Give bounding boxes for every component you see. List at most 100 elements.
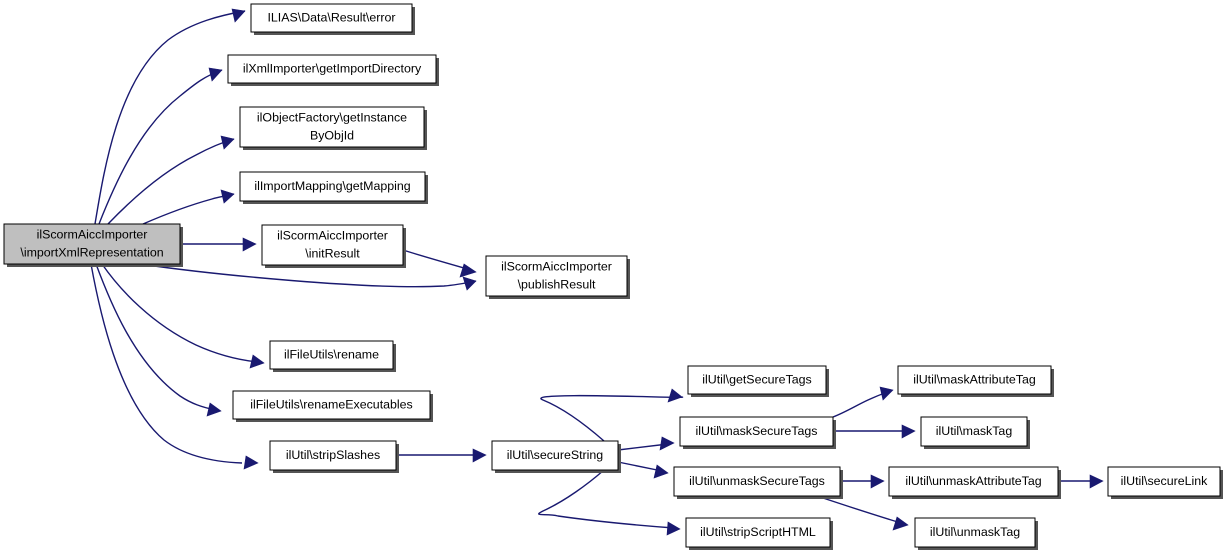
node-box[interactable] [232,390,431,420]
node-label: ilScormAiccImporter [501,259,612,273]
node-maskSecureTags[interactable]: ilUtil\maskSecureTags [679,416,836,449]
node-box[interactable] [685,517,831,548]
arrowhead-icon [879,386,894,401]
node-box[interactable] [239,106,425,148]
edge-line [98,69,223,225]
node-unmaskAttributeTag[interactable]: ilUtil\unmaskAttributeTag [888,466,1061,499]
node-secureString[interactable]: ilUtil\secureString [491,440,621,473]
node-box[interactable] [888,466,1059,497]
node-label: ilUtil\unmaskAttributeTag [905,474,1041,488]
edge-secureString-to-maskSecureTags [617,436,675,451]
edge-line [617,461,663,472]
node-box[interactable] [914,517,1036,548]
node-box[interactable] [269,340,394,370]
node-getMapping[interactable]: ilImportMapping\getMapping [239,171,428,204]
node-box[interactable] [920,416,1028,447]
node-label: ilUtil\stripScriptHTML [700,525,816,539]
node-box[interactable] [687,365,827,395]
edge-importXmlRepresentation-to-stripSlashes [90,263,259,470]
node-getSecureTags[interactable]: ilUtil\getSecureTags [687,365,829,397]
node-label: ilUtil\secureString [507,448,604,462]
node-resultError[interactable]: ILIAS\Data\Result\error [250,3,415,35]
node-box[interactable] [897,365,1052,395]
node-initResult[interactable]: ilScormAiccImporter\initResult [261,224,406,268]
node-box[interactable] [239,171,426,202]
node-label: ilImportMapping\getMapping [254,179,410,193]
node-unmaskSecureTags[interactable]: ilUtil\unmaskSecureTags [673,466,843,499]
arrowhead-icon [892,516,909,531]
edge-secureString-to-getSecureTags [540,388,683,442]
node-getImportDirectory[interactable]: ilXmlImporter\getImportDirectory [227,54,439,86]
node-box[interactable] [227,54,437,84]
edge-importXmlRepresentation-to-renameExecutables [95,263,222,417]
node-unmaskTag[interactable]: ilUtil\unmaskTag [914,517,1038,550]
node-renameExecutables[interactable]: ilFileUtils\renameExecutables [232,390,433,422]
edge-line [107,138,235,225]
arrowhead-icon [220,135,235,150]
node-publishResult[interactable]: ilScormAiccImporter \publishResult [485,255,630,299]
node-label: ilUtil\secureLink [1121,474,1209,488]
node-stripScriptHTML[interactable]: ilUtil\stripScriptHTML [685,517,833,550]
node-secureLink[interactable]: ilUtil\secureLink [1107,466,1223,499]
arrowhead-icon [472,448,487,463]
edge-line [101,263,259,363]
node-box[interactable] [491,440,619,471]
node-label: ilUtil\maskTag [936,424,1013,438]
node-label-line2: \importXmlRepresentation [20,245,163,259]
edge-maskSecureTags-to-maskAttributeTag [832,386,894,418]
node-maskTag[interactable]: ilUtil\maskTag [920,416,1030,449]
edge-importXmlRepresentation-to-getMapping [142,189,235,225]
node-label: ILIAS\Data\Result\error [267,10,395,24]
edge-line [94,10,246,225]
edge-line [139,263,477,288]
arrowhead-icon [901,424,916,439]
node-rename[interactable]: ilFileUtils\rename [269,340,396,372]
edge-maskSecureTags-to-maskTag [833,424,916,439]
node-label: ilObjectFactory\getInstance [257,110,407,124]
arrowhead-icon [462,276,477,291]
edge-line [832,391,889,418]
edge-secureString-to-unmaskSecureTags [617,461,669,479]
node-importXmlRepresentation[interactable]: ilScormAiccImporter\importXmlRepresentat… [3,223,183,267]
node-label-line2: ByObjId [310,128,354,142]
edge-importXmlRepresentation-to-rename [101,263,265,369]
arrowhead-icon [243,455,259,470]
arrowhead-icon [249,354,265,369]
node-box[interactable] [485,255,628,297]
node-label: ilUtil\maskAttributeTag [913,372,1036,386]
arrowhead-icon [667,388,683,403]
node-box[interactable] [261,224,404,266]
node-label: ilUtil\unmaskTag [930,525,1020,539]
edges-layer [90,8,1104,536]
arrowhead-icon [459,263,477,278]
node-label: ilUtil\stripSlashes [286,448,380,462]
node-label: ilUtil\unmaskSecureTags [689,474,825,488]
node-label: ilXmlImporter\getImportDirectory [243,61,422,75]
node-stripSlashes[interactable]: ilUtil\stripSlashes [269,440,399,473]
arrowhead-icon [666,521,681,536]
node-maskAttributeTag[interactable]: ilUtil\maskAttributeTag [897,365,1054,397]
node-box[interactable] [673,466,841,497]
node-label-line2: \publishResult [518,277,596,291]
node-label: ilUtil\getSecureTags [702,372,812,386]
arrowhead-icon [659,436,675,451]
node-box[interactable] [269,440,397,471]
arrowhead-icon [1089,474,1104,489]
edge-importXmlRepresentation-to-initResult [180,237,257,252]
node-label: ilFileUtils\rename [284,347,379,361]
edge-importXmlRepresentation-to-resultError [94,8,246,225]
edge-unmaskSecureTags-to-unmaskAttributeTag [840,474,885,489]
node-box[interactable] [679,416,834,447]
arrowhead-icon [206,402,222,417]
edge-line [142,193,235,225]
edge-initResult-to-publishResult [402,249,477,278]
node-label: ilUtil\maskSecureTags [696,424,818,438]
node-box[interactable] [3,223,181,265]
edge-importXmlRepresentation-to-publishResult [139,263,477,291]
node-label: ilScormAiccImporter [277,228,388,242]
node-box[interactable] [250,3,413,33]
node-box[interactable] [1107,466,1221,497]
edge-importXmlRepresentation-to-getInstanceByObjId [107,135,235,225]
